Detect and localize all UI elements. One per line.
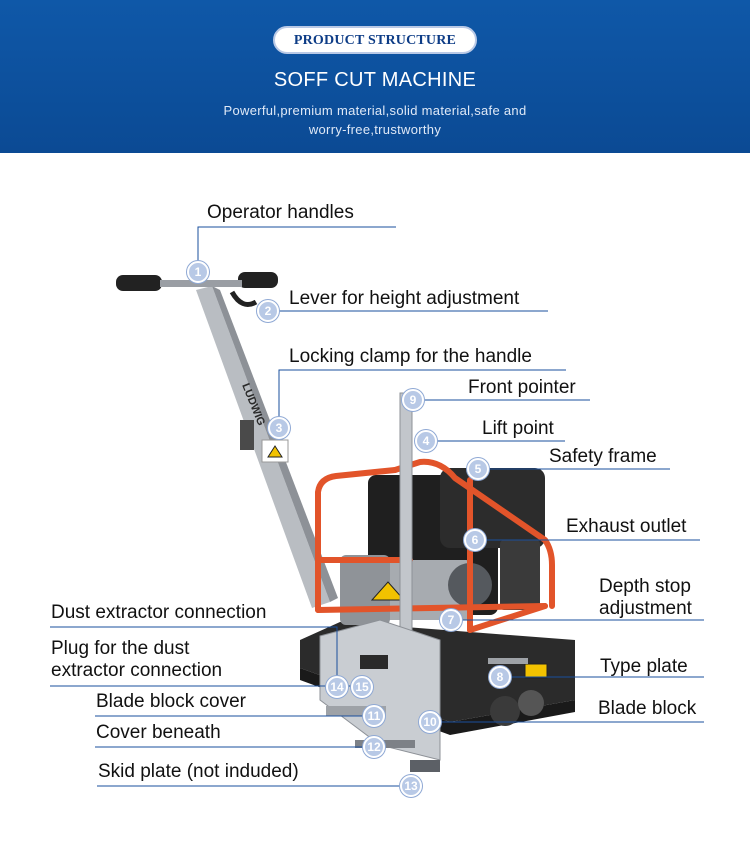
engine	[340, 468, 545, 625]
marker-8: 8	[489, 666, 511, 688]
section-badge: PRODUCT STRUCTURE	[273, 26, 477, 54]
label-blade-block-cover: Blade block cover	[96, 691, 246, 712]
marker-7: 7	[440, 609, 462, 631]
marker-3: 3	[268, 417, 290, 439]
subtitle-line-1: Powerful,premium material,solid material…	[223, 103, 527, 118]
leader-1	[197, 226, 396, 272]
label-depth-stop-line-2: adjustment	[599, 598, 692, 619]
label-skid-plate: Skid plate (not induded)	[98, 761, 299, 782]
label-cover-beneath: Cover beneath	[96, 722, 221, 743]
marker-11: 11	[363, 705, 385, 727]
marker-4: 4	[415, 430, 437, 452]
marker-13: 13	[400, 775, 422, 797]
label-operator-handles: Operator handles	[207, 202, 354, 223]
label-depth-stop-line-1: Depth stop	[599, 576, 691, 597]
label-plug-line-1: Plug for the dust	[51, 638, 190, 659]
leader-14	[50, 626, 338, 687]
label-plug-line-2: extractor connection	[51, 660, 223, 681]
marker-10: 10	[419, 711, 441, 733]
safety-frame	[315, 458, 555, 633]
type-plate-sticker	[524, 663, 548, 679]
leader-3	[278, 369, 566, 428]
page-subtitle: Powerful,premium material,solid material…	[0, 101, 750, 139]
marker-1: 1	[187, 261, 209, 283]
marker-5: 5	[467, 458, 489, 480]
page-title: SOFF CUT MACHINE	[273, 69, 477, 91]
header-banner: PRODUCT STRUCTURE SOFF CUT MACHINE Power…	[0, 0, 750, 153]
label-exhaust-outlet: Exhaust outlet	[566, 516, 687, 537]
marker-15: 15	[351, 676, 373, 698]
depth-stop-rod	[488, 658, 528, 664]
label-dust-extractor: Dust extractor connection	[51, 602, 267, 623]
leader-lines	[50, 226, 704, 787]
label-height-lever: Lever for height adjustment	[289, 288, 520, 309]
subtitle-line-2: worry-free,trustworthy	[308, 122, 442, 137]
label-type-plate: Type plate	[600, 656, 688, 677]
label-lift-point: Lift point	[482, 418, 554, 439]
marker-2: 2	[257, 300, 279, 322]
label-front-pointer: Front pointer	[468, 377, 576, 398]
warning-sticker	[370, 581, 406, 601]
handle-assembly	[116, 272, 338, 608]
marker-9: 9	[402, 389, 424, 411]
marker-12: 12	[363, 736, 385, 758]
label-locking-clamp: Locking clamp for the handle	[289, 346, 532, 367]
label-blade-block: Blade block	[598, 698, 697, 719]
label-safety-frame: Safety frame	[549, 446, 657, 467]
marker-6: 6	[464, 529, 486, 551]
blade-block-housing	[319, 619, 441, 772]
marker-14: 14	[326, 676, 348, 698]
